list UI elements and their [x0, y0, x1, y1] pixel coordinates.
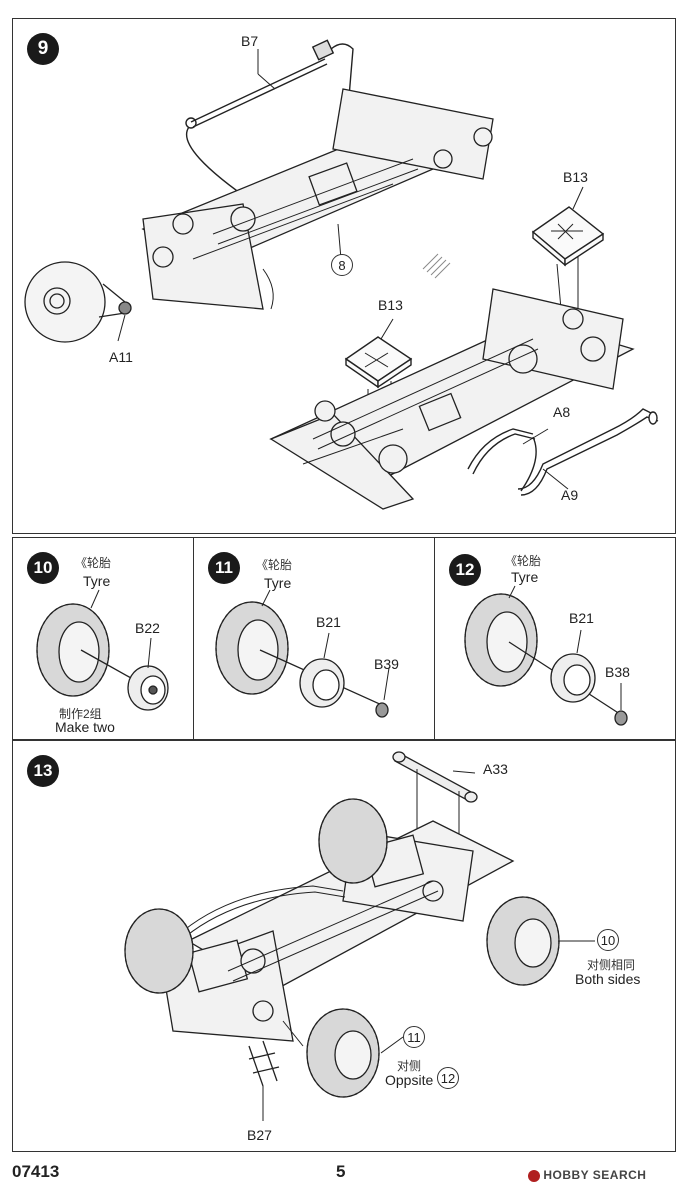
step-9-panel: 9 B7 B13 B13 A11 A8 A9 8	[12, 18, 676, 534]
step-11-illustration	[215, 589, 390, 718]
ref-10-note-cn: 对侧相同	[587, 958, 636, 972]
kit-code: 07413	[12, 1162, 60, 1181]
watermark: HOBBY SEARCH	[528, 1168, 646, 1182]
step-10-cn-label: 《轮胎	[75, 556, 112, 570]
ref-step-10: 10	[597, 929, 619, 951]
step-10-note-cn: 制作2组	[59, 707, 102, 721]
step-10-panel: 10 《轮胎 Tyre B22 制作2组 Make two	[12, 537, 195, 740]
part-label-b27: B27	[247, 1127, 272, 1143]
step-11-en-label: Tyre	[264, 575, 292, 591]
step-13-number: 13	[27, 755, 59, 787]
ref-step-12: 12	[437, 1067, 459, 1089]
step-13-illustration	[124, 751, 595, 1121]
step-11-number: 11	[208, 552, 240, 584]
part-label-a9: A9	[561, 487, 579, 503]
part-label-b7: B7	[241, 33, 259, 49]
step-10-en-label: Tyre	[83, 573, 111, 589]
part-label-a11: A11	[109, 349, 133, 365]
step-11-cn-label: 《轮胎	[256, 558, 293, 572]
step-12-number: 12	[449, 554, 481, 586]
part-label-b13-lower: B13	[378, 297, 403, 313]
ref-11-12-note-en: Oppsite	[385, 1072, 434, 1088]
part-label-b21-step11: B21	[316, 614, 341, 630]
part-label-b21-step12: B21	[569, 610, 594, 626]
step-13-panel: 13 A33 B27 10 对侧相同 Both sides 11 对侧 Opps…	[12, 740, 676, 1152]
step-10-illustration	[36, 589, 169, 711]
ref-11-12-note-cn: 对侧	[397, 1059, 422, 1073]
part-label-b13-upper: B13	[563, 169, 588, 185]
part-label-b22: B22	[135, 620, 160, 636]
ref-step-8: 8	[331, 254, 353, 276]
step-12-cn-label: 《轮胎	[505, 554, 542, 568]
step-10-number: 10	[27, 552, 59, 584]
step-9-number: 9	[27, 33, 59, 65]
part-label-a8: A8	[553, 404, 571, 420]
watermark-logo-icon	[528, 1169, 540, 1182]
step-10-note-en: Make two	[55, 719, 115, 735]
watermark-brand: HOBBY SEARCH	[543, 1168, 647, 1182]
step-9-illustration	[24, 39, 659, 510]
part-label-a33: A33	[483, 761, 508, 777]
part-label-b39: B39	[374, 656, 399, 672]
step-12-en-label: Tyre	[511, 569, 539, 585]
part-label-b38: B38	[605, 664, 630, 680]
ref-10-note-en: Both sides	[575, 971, 641, 987]
step-12-illustration	[464, 585, 628, 726]
step-11-panel: 11 《轮胎 Tyre B21 B39	[193, 537, 436, 740]
page-number: 5	[336, 1162, 346, 1181]
ref-step-11: 11	[403, 1026, 425, 1048]
step-12-panel: 12 《轮胎 Tyre B21 B38	[434, 537, 676, 740]
